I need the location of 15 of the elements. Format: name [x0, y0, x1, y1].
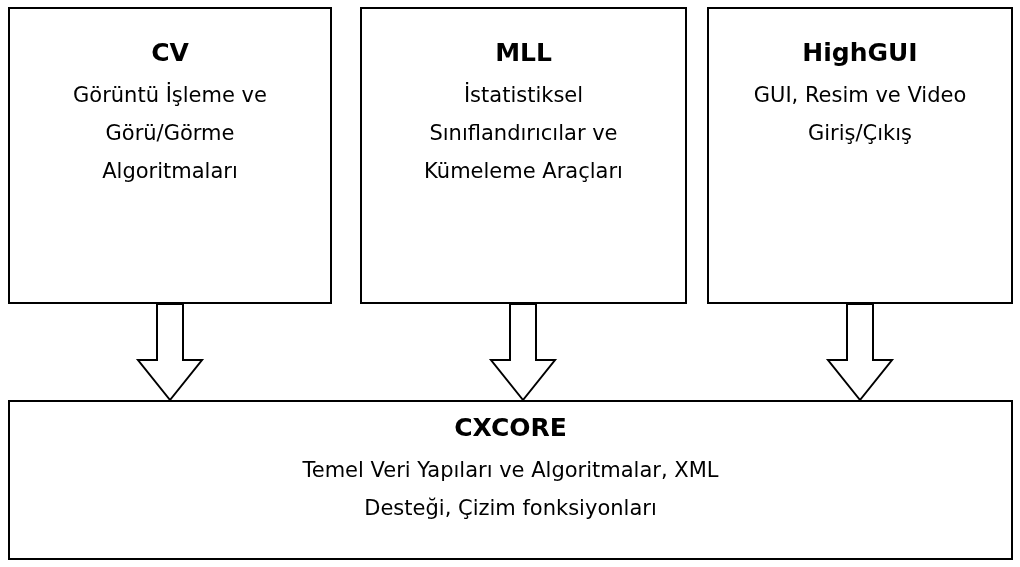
block-arrow	[135, 303, 205, 402]
block-arrow	[488, 303, 558, 402]
module-box	[707, 7, 1013, 304]
module-title: MLL	[495, 37, 552, 69]
module-title: CXCORE	[454, 412, 567, 444]
module-title: HighGUI	[802, 37, 918, 69]
module-description: Görüntü İşleme ve Görü/Görme Algoritmaları	[72, 81, 268, 186]
module-box	[8, 7, 332, 304]
module-title: CV	[151, 37, 189, 69]
module-box	[360, 7, 687, 304]
module-description: İstatistiksel Sınıflandırıcılar ve Kümeleme Araçları	[423, 81, 624, 186]
module-description: Temel Veri Yapıları ve Algoritmalar, XML Desteği, Çizim fonksiyonları	[301, 457, 720, 523]
block-arrow	[825, 303, 895, 402]
module-description: GUI, Resim ve Video Giriş/Çıkış	[752, 82, 968, 148]
module-box	[8, 400, 1013, 560]
